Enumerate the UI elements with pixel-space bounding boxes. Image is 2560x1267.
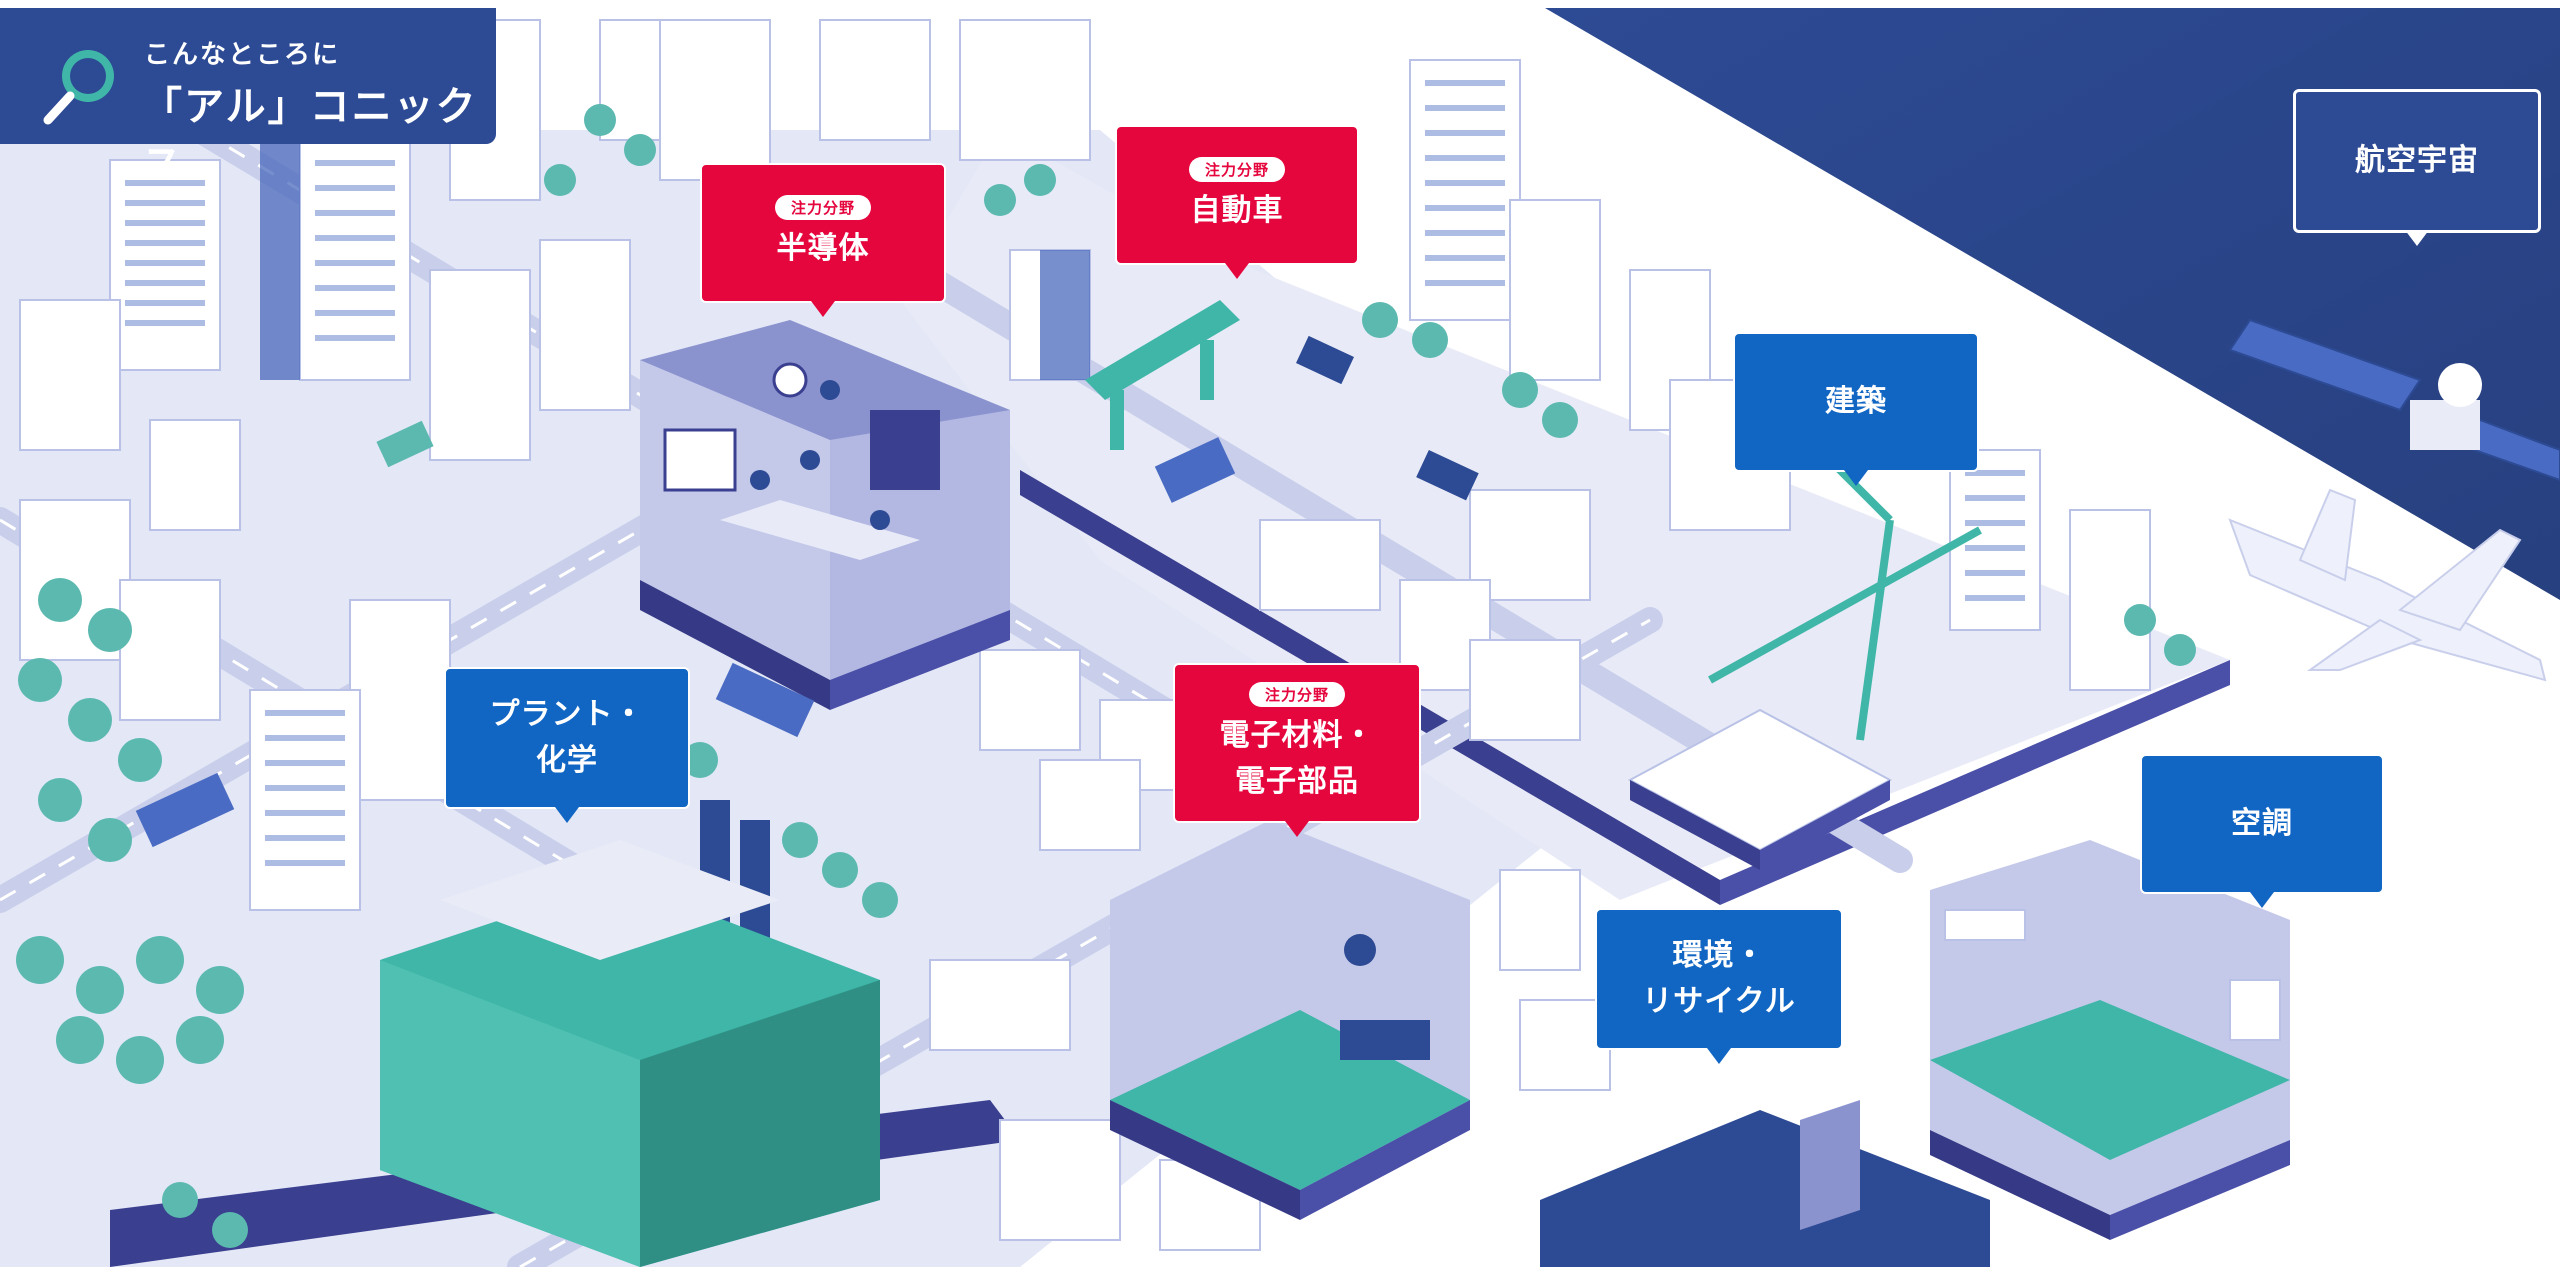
field-label-aircon[interactable]: 空調 [2140, 754, 2384, 908]
field-label-text: プラント・ 化学 [489, 697, 645, 778]
field-label-text: 電子材料・ 電子部品 [1219, 717, 1375, 799]
field-label-aerospace[interactable]: 航空宇宙 [2293, 89, 2541, 246]
header-title: 「アル」コニックス [142, 84, 478, 188]
field-label-text: 自動車 [1190, 192, 1284, 228]
gas-station [1085, 300, 1240, 450]
label-pointer [555, 807, 579, 823]
semiconductor-room [640, 320, 1010, 710]
field-label-environment[interactable]: 環境・ リサイクル [1595, 908, 1843, 1064]
airplane [2228, 488, 2547, 682]
search-icon [43, 50, 114, 125]
label-pointer [1285, 821, 1309, 837]
focus-badge: 注力分野 [1248, 681, 1345, 707]
field-label-text: 航空宇宙 [2355, 143, 2479, 178]
plant-factory [380, 800, 880, 1267]
header-title-box: こんなところに 「アル」コニックス [0, 8, 496, 188]
label-pointer [1844, 470, 1868, 486]
background-buildings [19, 19, 2151, 1251]
vehicles [135, 335, 1479, 848]
header-subtitle: こんなところに [144, 40, 341, 70]
field-label-automotive[interactable]: 注力分野 自動車 [1115, 125, 1359, 279]
aircon-bedroom [1930, 840, 2290, 1240]
field-label-text: 空調 [2231, 806, 2293, 841]
label-pointer [1225, 263, 1249, 279]
electronics-living-room [1110, 820, 1470, 1220]
field-label-text: 半導体 [776, 230, 870, 266]
label-pointer [2405, 230, 2429, 246]
satellite [2228, 318, 2560, 482]
label-pointer [1707, 1048, 1731, 1064]
trees [16, 104, 2196, 1248]
field-label-plant[interactable]: プラント・ 化学 [444, 667, 690, 823]
focus-badge: 注力分野 [1188, 156, 1285, 182]
recycling-facility [1540, 1100, 1990, 1267]
field-label-text: 建築 [1825, 384, 1887, 419]
label-pointer [811, 301, 835, 317]
field-label-text: 環境・ リサイクル [1642, 938, 1796, 1019]
field-label-semiconductor[interactable]: 注力分野 半導体 [700, 163, 946, 317]
field-label-construction[interactable]: 建築 [1733, 332, 1979, 486]
label-pointer [2250, 892, 2274, 908]
field-label-electronics[interactable]: 注力分野 電子材料・ 電子部品 [1173, 663, 1421, 837]
focus-badge: 注力分野 [774, 194, 871, 220]
